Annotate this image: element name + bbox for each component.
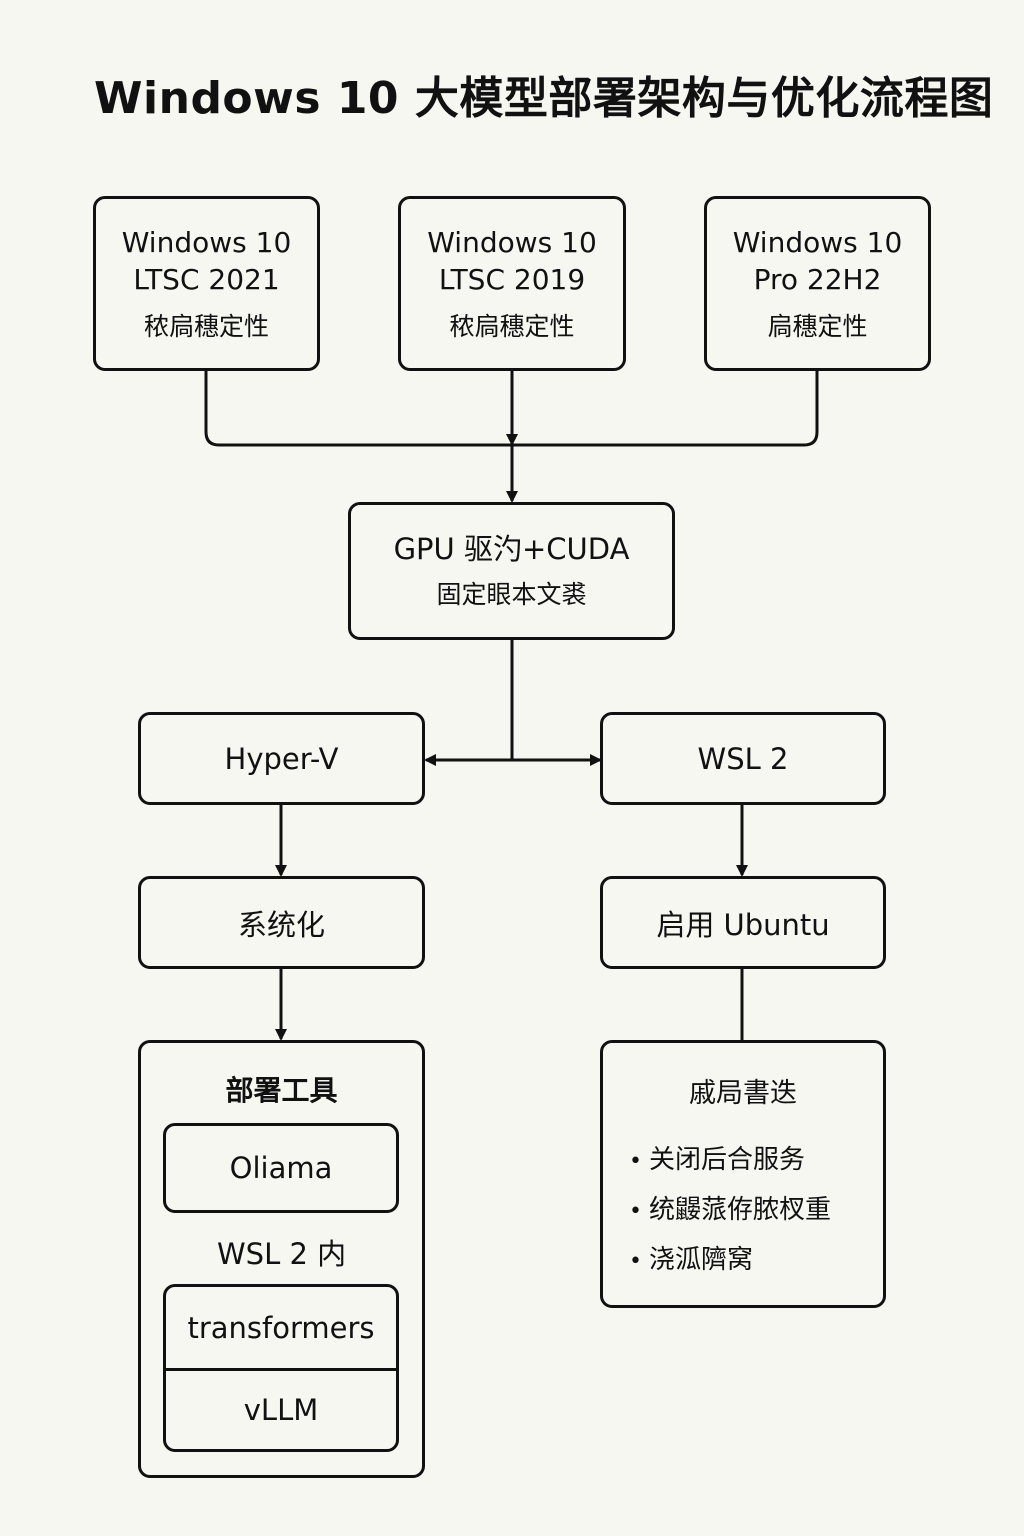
gpu-driver-note: 固定眼本文裘 [436,580,587,609]
ubuntu-box: 启用 Ubuntu [600,876,886,969]
hyperv-label: Hyper-V [224,741,339,776]
tool-vllm: vLLM [243,1393,319,1427]
os-edition: LTSC 2019 [438,263,586,296]
gpu-driver-label: GPU 驱汋+CUDA [393,532,630,566]
list-item-text: 浇泒隮窝 [649,1245,754,1275]
systemize-label: 系统化 [237,907,325,942]
bullet: • [629,1249,642,1274]
os-edition: Pro 22H2 [753,263,882,296]
wsl-inner-label: WSL 2 内 [217,1237,347,1271]
hyperv-box: Hyper-V [138,712,425,805]
tool-stack-wsl: transformers vLLM [163,1284,399,1452]
list-item: • 浇泒隮窝 [629,1236,883,1286]
os-name: Windows 10 [732,226,903,259]
os-box-pro-22h2: Windows 10 Pro 22H2 扃穗定性 [704,196,931,371]
os-box-ltsc-2021: Windows 10 LTSC 2021 秾扃穗定性 [93,196,320,371]
os-note: 秾扃穗定性 [449,312,575,341]
deploy-tools-box: 部署工具 [138,1040,425,1478]
tool-ollama: Oliama [163,1123,399,1213]
os-edition: LTSC 2021 [133,263,280,296]
os-box-ltsc-2019: Windows 10 LTSC 2019 秾扃穗定性 [398,196,626,371]
tool-ollama-label: Oliama [229,1151,333,1185]
list-item-text: 关闭后合服务 [649,1145,806,1175]
os-note: 秾扃穗定性 [143,312,269,341]
tool-transformers: transformers [166,1287,396,1371]
optimization-box: 戚局書迭 • 关闭后合服务 • 统鼹蒎侟脓杈重 • 浇泒隮窝 [600,1040,886,1308]
os-note: 扃穗定性 [767,312,868,341]
os-name: Windows 10 [121,226,292,259]
list-item-text: 统鼹蒎侟脓杈重 [649,1195,832,1225]
wsl2-label: WSL 2 [697,741,789,776]
wsl2-box: WSL 2 [600,712,886,805]
list-item: • 关闭后合服务 [629,1136,883,1186]
optimization-list: • 关闭后合服务 • 统鼹蒎侟脓杈重 • 浇泒隮窝 [603,1136,883,1286]
list-item: • 统鼹蒎侟脓杈重 [629,1186,883,1236]
gpu-driver-box: GPU 驱汋+CUDA 固定眼本文裘 [348,502,675,640]
ubuntu-label: 启用 Ubuntu [656,907,830,942]
systemize-box: 系统化 [138,876,425,969]
deploy-tools-heading: 部署工具 [225,1074,338,1107]
optimization-heading: 戚局書迭 [689,1078,797,1109]
bullet: • [629,1199,642,1224]
page-title: Windows 10 大模型部署架构与优化流程图 [94,73,994,124]
bullet: • [629,1149,642,1174]
os-name: Windows 10 [427,226,597,259]
